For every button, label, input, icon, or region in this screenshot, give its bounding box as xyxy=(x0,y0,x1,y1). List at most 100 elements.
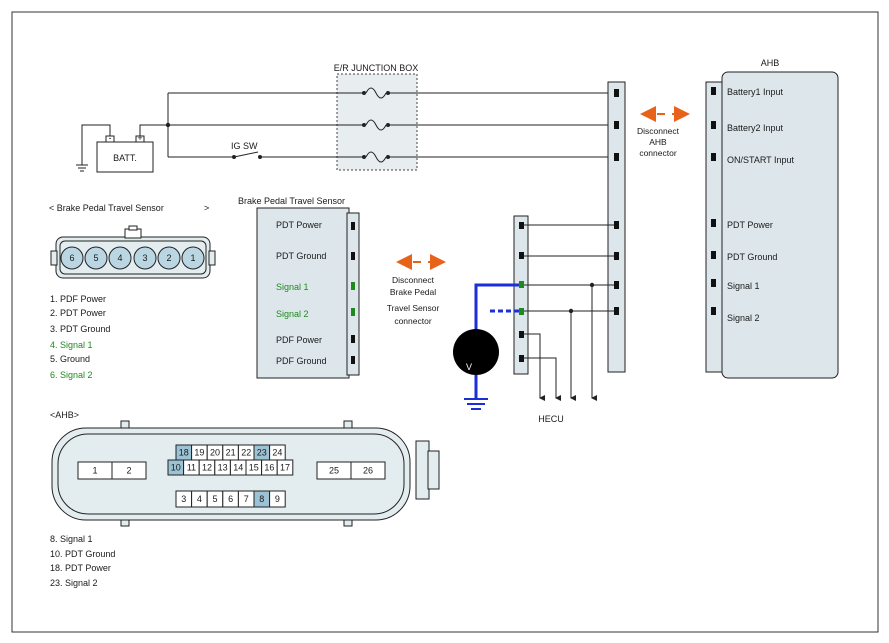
ahb-connector-pin-9: 9 xyxy=(269,490,286,508)
bpts-disconnect-connector xyxy=(513,215,529,375)
bpts-pin-label: PDF Ground xyxy=(276,356,327,366)
ahb-legend-item: 8. Signal 1 xyxy=(50,534,93,544)
ahb-connector-pin-1: 1 xyxy=(77,461,113,480)
bpts-legend-item: 5. Ground xyxy=(50,354,90,364)
svg-text:10: 10 xyxy=(171,463,181,473)
svg-text:13: 13 xyxy=(218,463,228,473)
disconnect-bpts-line2: Brake Pedal xyxy=(390,287,436,297)
ahb-connector-pin-20: 20 xyxy=(206,444,224,461)
ahb-connector-pin-10: 10 xyxy=(167,459,185,476)
svg-text:1: 1 xyxy=(92,466,97,476)
probe-wire-signal1 xyxy=(474,283,519,330)
bpts-legend-item: 3. PDT Ground xyxy=(50,324,110,334)
connector-view-bracket: > xyxy=(204,203,209,213)
ahb-connector-pin-2: 2 xyxy=(111,461,147,480)
ahb-connector-pin-14: 14 xyxy=(229,459,247,476)
svg-text:4: 4 xyxy=(197,494,202,504)
svg-text:2: 2 xyxy=(126,466,131,476)
bpts-title: Brake Pedal Travel Sensor xyxy=(238,196,345,206)
svg-text:23: 23 xyxy=(257,448,267,458)
disconnect-bpts-line3: Travel Sensor xyxy=(387,303,440,313)
bpts-pin-label: PDT Ground xyxy=(276,251,326,261)
svg-text:26: 26 xyxy=(363,466,373,476)
ahb-connector-pin-12: 12 xyxy=(198,459,216,476)
ahb-disconnect-pins xyxy=(614,89,619,315)
voltmeter xyxy=(453,329,499,375)
battery xyxy=(96,141,154,173)
ahb-pin-label: ON/START Input xyxy=(727,155,795,165)
disconnect-bpts-line4: connector xyxy=(394,316,431,326)
connector-view-title: < Brake Pedal Travel Sensor xyxy=(49,203,164,213)
ahb-connector-pin-13: 13 xyxy=(214,459,231,476)
ahb-legend-item: 18. PDT Power xyxy=(50,563,111,573)
bpts-pin-label-signal2: Signal 2 xyxy=(276,309,309,319)
svg-text:6: 6 xyxy=(228,494,233,504)
junction-box-label: E/R JUNCTION BOX xyxy=(334,63,419,73)
connector-pin-3: 3 xyxy=(133,246,157,270)
ahb-connector-pin-19: 19 xyxy=(191,444,208,461)
disconnect-ahb-line1: Disconnect xyxy=(637,126,680,136)
svg-text:15: 15 xyxy=(249,463,259,473)
svg-text:16: 16 xyxy=(264,463,274,473)
ahb-connector-pin-24: 24 xyxy=(269,444,286,461)
fuse-1 xyxy=(362,87,390,99)
connector-pin-5: 5 xyxy=(84,246,108,270)
ahb-connector-pin-3: 3 xyxy=(175,490,193,508)
connector-pin-4: 4 xyxy=(108,246,132,270)
junction-box xyxy=(336,73,418,171)
svg-text:7: 7 xyxy=(244,494,249,504)
bpts-module-connector xyxy=(346,212,360,376)
svg-text:21: 21 xyxy=(226,448,236,458)
disconnect-ahb-line3: connector xyxy=(639,148,676,158)
ahb-legend-item: 10. PDT Ground xyxy=(50,549,115,559)
svg-text:+: + xyxy=(137,133,142,143)
svg-text:8: 8 xyxy=(259,494,264,504)
chassis-ground-icon xyxy=(76,164,88,172)
ahb-connector-pin-7: 7 xyxy=(237,490,255,508)
svg-text:12: 12 xyxy=(202,463,212,473)
svg-text:3: 3 xyxy=(181,494,186,504)
svg-text:9: 9 xyxy=(275,494,280,504)
ahb-connector-pin-4: 4 xyxy=(191,490,208,508)
bpts-pin-label: PDT Power xyxy=(276,220,322,230)
svg-text:6: 6 xyxy=(69,253,74,263)
ahb-connector-pin-5: 5 xyxy=(206,490,224,508)
bpts-module xyxy=(256,207,350,379)
disconnect-ahb-line2: AHB xyxy=(649,137,667,147)
ahb-connector-pin-11: 11 xyxy=(183,459,200,476)
ahb-connector-pin-18: 18 xyxy=(175,444,193,461)
ahb-connector-pin-21: 21 xyxy=(222,444,239,461)
ahb-pin-label: Signal 2 xyxy=(727,313,760,323)
ahb-pin-label: Battery1 Input xyxy=(727,87,784,97)
ahb-title: AHB xyxy=(761,58,780,68)
svg-text:11: 11 xyxy=(187,463,196,473)
connector-pin-2: 2 xyxy=(157,246,181,270)
svg-text:5: 5 xyxy=(93,253,98,263)
probe-ground-icon xyxy=(464,398,488,410)
svg-text:5: 5 xyxy=(212,494,217,504)
bpts-pin-label-signal1: Signal 1 xyxy=(276,282,309,292)
ahb-connector-pin-17: 17 xyxy=(276,459,294,476)
disconnect-bpts-line1: Disconnect xyxy=(392,275,435,285)
svg-text:17: 17 xyxy=(280,463,290,473)
bpts-legend-item: 6. Signal 2 xyxy=(50,370,93,380)
svg-text:1: 1 xyxy=(190,253,195,263)
ahb-legend-item: 23. Signal 2 xyxy=(50,578,98,588)
voltmeter-label: V xyxy=(466,362,472,372)
ig-sw-label: IG SW xyxy=(231,141,258,151)
svg-text:19: 19 xyxy=(194,448,204,458)
ahb-module xyxy=(721,71,839,379)
ignition-switch-icon xyxy=(232,151,262,159)
svg-text:20: 20 xyxy=(210,448,220,458)
ahb-connector-title: <AHB> xyxy=(50,410,79,420)
bpts-pin-label: PDF Power xyxy=(276,335,322,345)
ahb-connector-pin-8: 8 xyxy=(253,490,271,508)
ahb-connector-pin-15: 15 xyxy=(245,459,263,476)
bpts-legend-item: 2. PDT Power xyxy=(50,308,106,318)
ahb-connector-pin-23: 23 xyxy=(253,444,271,461)
bpts-legend-item: 4. Signal 1 xyxy=(50,340,93,350)
ahb-connector-pin-26: 26 xyxy=(350,461,386,480)
svg-text:3: 3 xyxy=(142,253,147,263)
